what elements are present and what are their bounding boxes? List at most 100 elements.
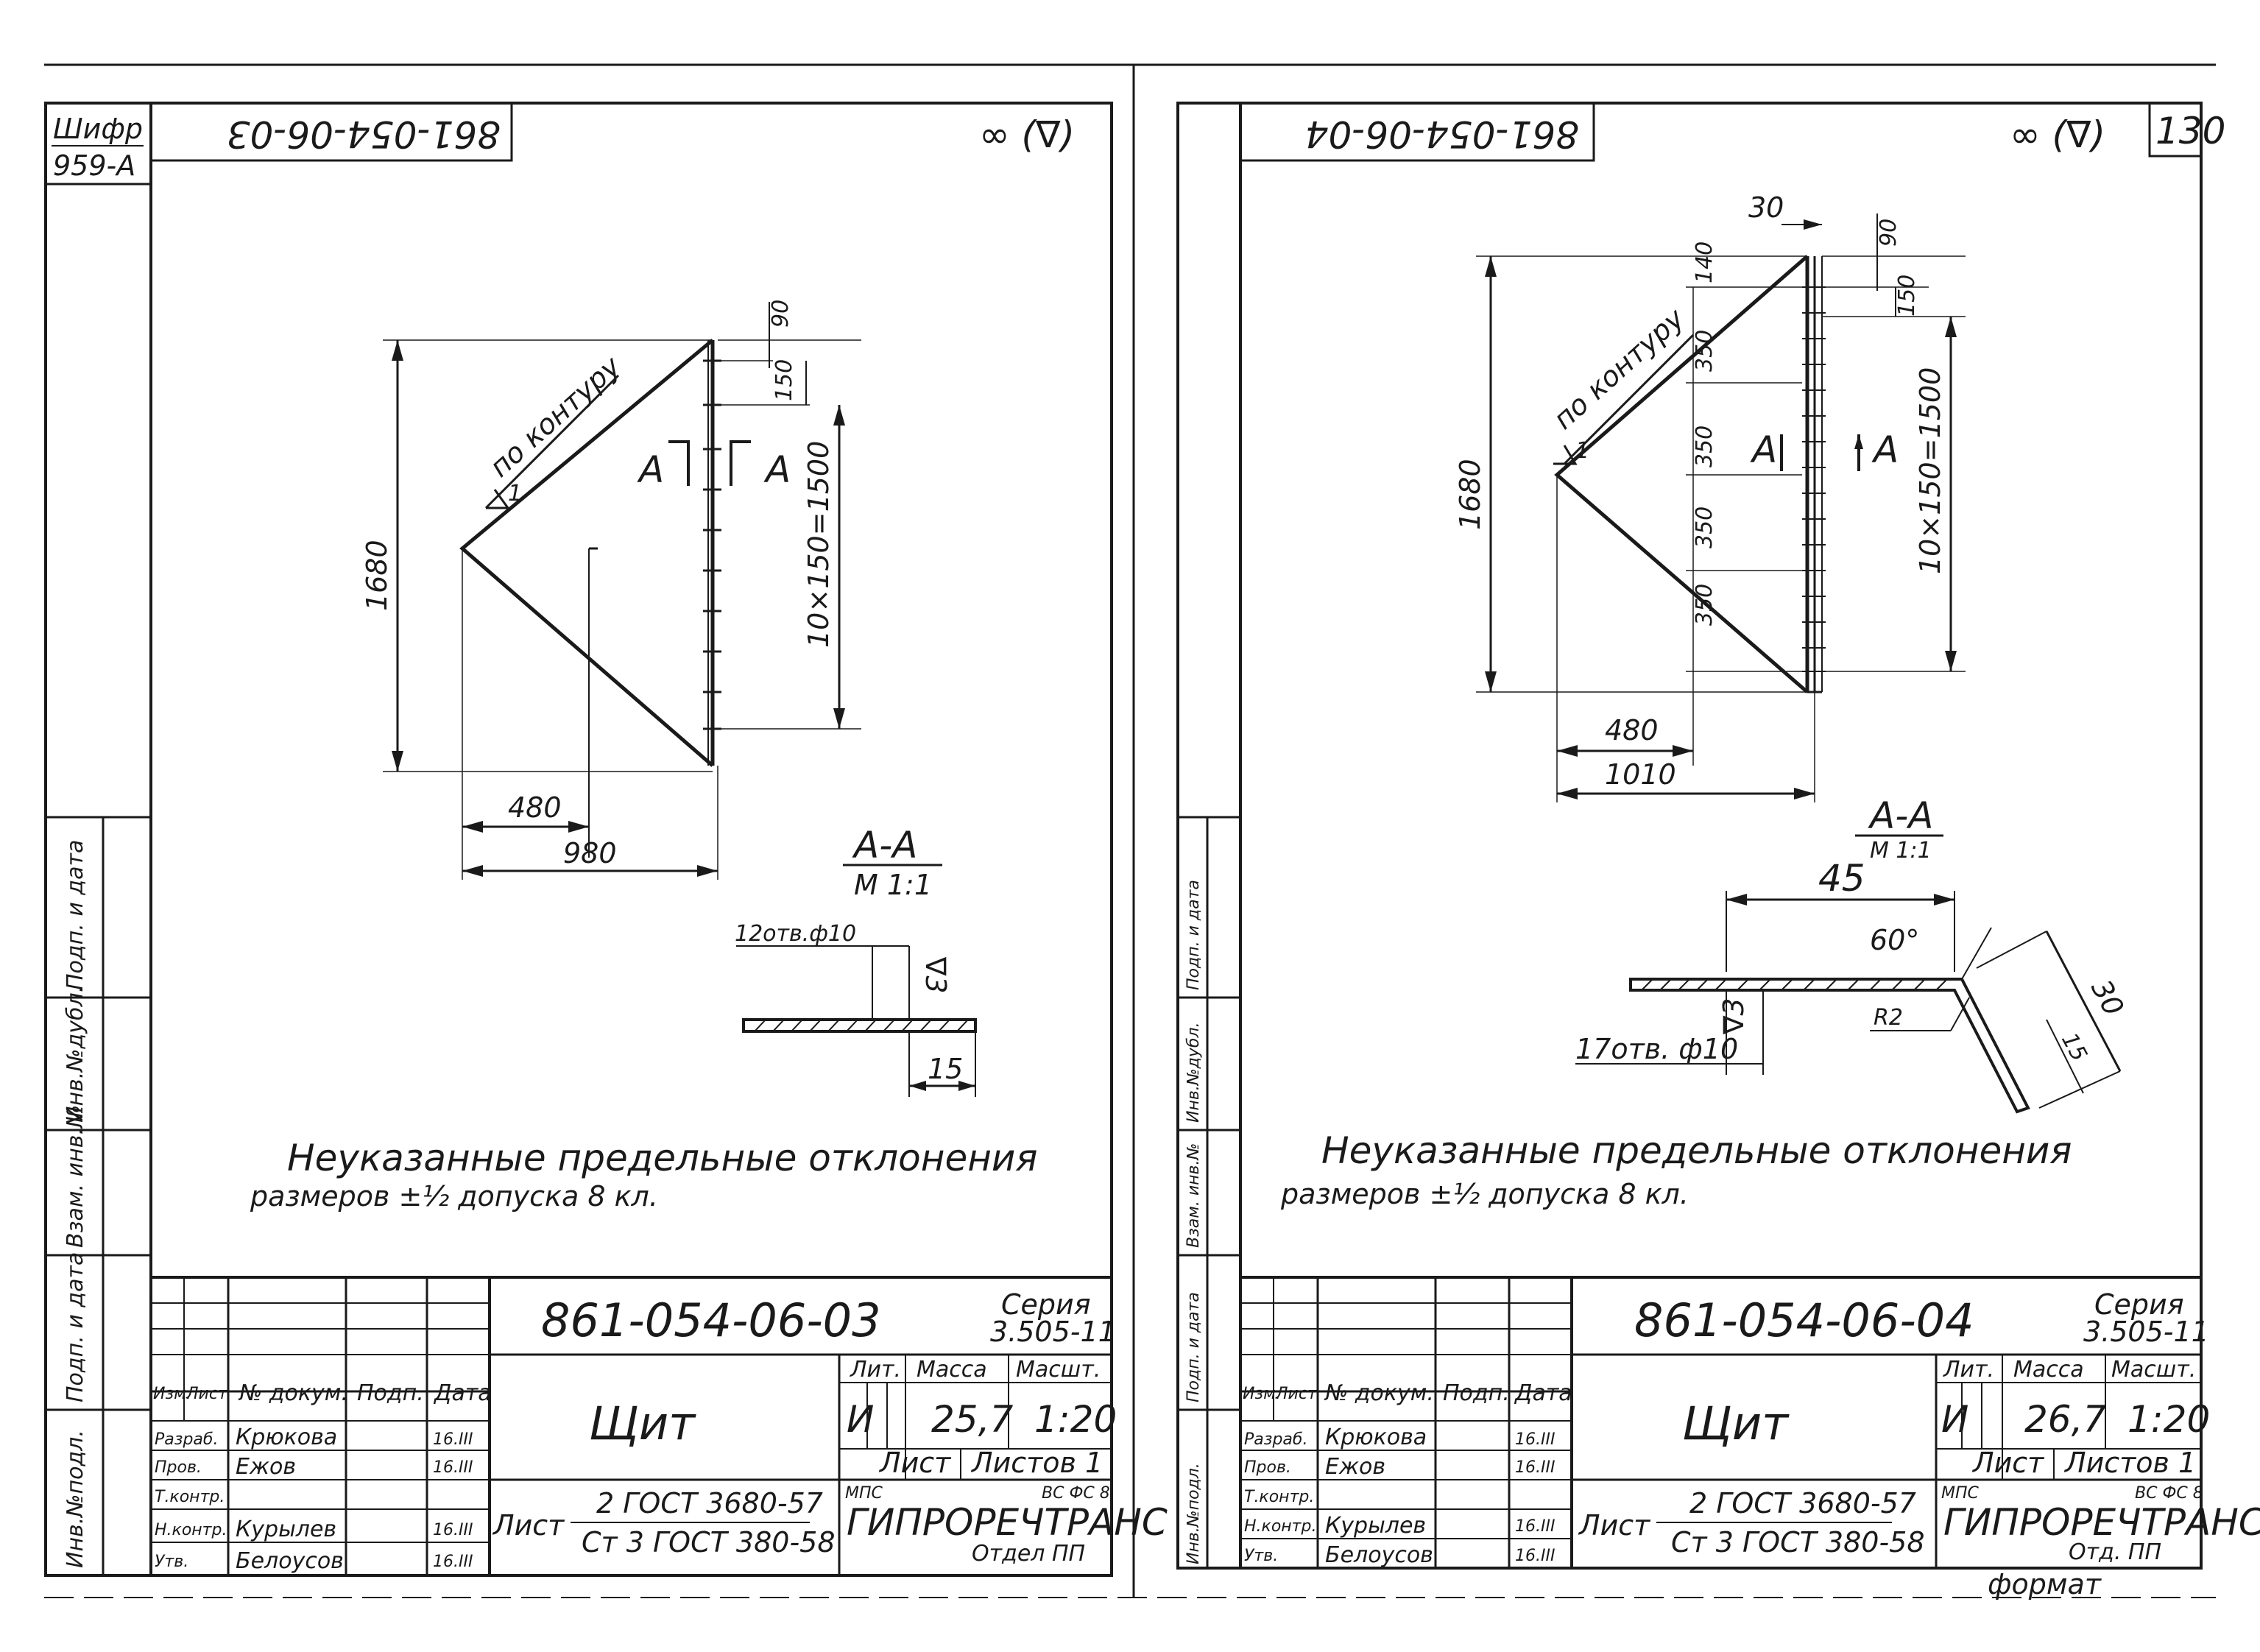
left-section-dim: 15	[928, 1053, 963, 1085]
left-sig-date-1: 16.III	[433, 1430, 473, 1449]
right-section-dim-15: 15	[2056, 1028, 2092, 1065]
right-section-title: А-А	[1868, 794, 1933, 837]
left-strip-label-5: Инв.№подл.	[63, 1430, 88, 1568]
right-sig-role-3: Т.контр.	[1244, 1488, 1314, 1506]
right-tb-series-label: Серия	[2094, 1288, 2184, 1321]
left-tb-series-value: 3.505-11	[990, 1316, 1116, 1348]
right-first-pitch-dim: 150	[1894, 275, 1920, 317]
right-side-strip-labels: Подп. и дата Инв.№дубл. Взам. инв.№ Подп…	[1184, 880, 1203, 1564]
right-tb-name: Щит	[1682, 1397, 1790, 1450]
left-tb-org-2: ГИПРОРЕЧТРАНС	[847, 1501, 1168, 1544]
left-sig-h-doc: № докум.	[238, 1380, 348, 1406]
left-section-roughness: ∇3	[919, 956, 952, 994]
left-weld-number: 1	[508, 481, 522, 506]
right-section-marker-a1: А	[1750, 428, 1777, 471]
right-sig-date-6: 16.III	[1515, 1547, 1555, 1565]
left-note-line1: Неуказанные предельные отклонения	[287, 1137, 1037, 1179]
right-sig-role-5: Н.контр.	[1244, 1517, 1316, 1536]
right-top-offset-dim: 90	[1876, 219, 1901, 247]
right-sig-h-izm: Изм.	[1243, 1385, 1281, 1403]
left-tb-series-label: Серия	[1001, 1288, 1091, 1321]
left-tb-code: 861-054-06-03	[541, 1293, 881, 1347]
right-tb-scale: 1:20	[2127, 1398, 2210, 1441]
left-title-block-text: 861-054-06-03 Серия 3.505-11 Щит Лит. Ма…	[153, 1288, 1168, 1574]
left-tb-org-1: МПС	[845, 1484, 883, 1503]
right-sig-date-1: 16.III	[1515, 1430, 1555, 1449]
left-sig-role-6: Утв.	[155, 1553, 188, 1571]
left-sig-h-sign: Подп.	[357, 1380, 424, 1406]
left-tb-sheets-label: Листов 1	[970, 1447, 1103, 1479]
left-dimension-right-chain: 90 150 10×150=1500	[718, 300, 861, 730]
right-dimension-right-chain: 30 90 150 10×150=1500	[1748, 191, 1966, 672]
right-tb-material-label: Лист	[1578, 1509, 1651, 1542]
left-strip-label-3: Взам. инв.№	[63, 1105, 88, 1248]
right-sig-role-6: Утв.	[1244, 1547, 1278, 1565]
right-page-number: 130	[2155, 110, 2225, 152]
left-sig-date-5: 16.III	[433, 1521, 473, 1539]
left-tb-sheet-label: Лист	[878, 1447, 952, 1479]
right-vertical-350-4: 350	[1692, 584, 1717, 626]
right-tb-series-value: 3.505-11	[2083, 1316, 2209, 1348]
right-hole-pitch-dim: 10×150=1500	[1914, 367, 1946, 574]
left-tb-material-1: 2 ГОСТ 3680-57	[596, 1487, 823, 1519]
left-strip-label-2: Инв.№дубл.	[63, 986, 88, 1123]
left-section-holes: 12отв.ф10	[735, 921, 856, 947]
right-sig-h-doc: № докум.	[1324, 1380, 1434, 1406]
left-width-short-dim: 480	[508, 791, 562, 824]
right-weld-number: 1	[1575, 438, 1589, 464]
right-top-width-dim: 30	[1748, 191, 1784, 224]
right-tb-col-lit: Лит.	[1943, 1357, 1994, 1383]
right-vertical-350-1: 350	[1692, 330, 1717, 372]
right-section-holes: 17отв. ф10	[1575, 1033, 1738, 1065]
right-width-long-dim: 1010	[1605, 758, 1676, 791]
left-sig-name-5: Курылев	[236, 1517, 336, 1542]
right-section-view: А-А М 1:1 45 60° 30 15 R2	[1575, 794, 2130, 1114]
left-weld-note: по контуру	[484, 350, 627, 484]
left-section-scale: М 1:1	[854, 869, 932, 901]
right-weld-callout: 1 по контуру	[1547, 302, 1695, 465]
left-sig-h-list: Лист	[186, 1385, 228, 1403]
right-width-short-dim: 480	[1605, 714, 1659, 746]
right-section-dim-45: 45	[1818, 857, 1865, 900]
right-strip-label-5: Инв.№подл.	[1184, 1463, 1203, 1564]
right-hole-marks	[1802, 286, 1826, 672]
shifr-label: Шифр	[53, 113, 143, 145]
right-footer-note: формат	[1988, 1568, 2102, 1600]
right-tb-org-2: ГИПРОРЕЧТРАНС	[1943, 1501, 2260, 1544]
right-tb-code: 861-054-06-04	[1634, 1293, 1974, 1347]
right-roughness-mark: ∞ (∇)	[2010, 113, 2105, 156]
left-tb-col-lit: Лит.	[850, 1357, 901, 1383]
right-height-dim: 1680	[1454, 459, 1486, 530]
left-sig-h-izm: Изм.	[153, 1385, 191, 1403]
left-tb-col-scale: Масшт.	[1016, 1357, 1101, 1383]
right-tb-mass: 26,7	[2024, 1398, 2107, 1441]
left-sig-name-1: Крюкова	[236, 1425, 337, 1450]
right-sig-name-1: Крюкова	[1325, 1425, 1427, 1450]
right-sig-name-6: Белоусов	[1325, 1542, 1433, 1568]
shifr-block: Шифр 959-А	[52, 113, 144, 182]
right-sig-role-2: Пров.	[1244, 1458, 1291, 1477]
right-strip-label-3: Взам. инв.№	[1184, 1143, 1203, 1248]
right-section-scale: М 1:1	[1870, 838, 1932, 864]
shifr-value: 959-А	[53, 149, 135, 182]
right-sig-name-2: Ежов	[1325, 1454, 1385, 1480]
left-strip-label-4: Подп. и дата	[63, 1252, 88, 1402]
right-vertical-350-3: 350	[1692, 506, 1717, 548]
right-section-markers: А А	[1750, 428, 1899, 471]
left-sig-h-date: Дата	[433, 1380, 492, 1406]
right-sig-role-1: Разраб.	[1244, 1430, 1307, 1449]
left-first-pitch-dim: 150	[771, 359, 797, 401]
left-height-dim: 1680	[361, 540, 393, 611]
right-title-block	[1239, 1276, 2203, 1570]
left-hole-pitch-dim: 10×150=1500	[802, 441, 835, 648]
left-tb-col-mass: Масса	[917, 1357, 987, 1383]
right-note-line2: размеров ±½ допуска 8 кл.	[1280, 1178, 1689, 1210]
right-vertical-140: 140	[1692, 241, 1717, 283]
left-tb-org-small: ВС ФС 8	[1042, 1484, 1110, 1503]
left-sig-date-6: 16.III	[433, 1553, 473, 1571]
right-tb-material-1: 2 ГОСТ 3680-57	[1689, 1487, 1916, 1519]
left-sig-name-6: Белоусов	[236, 1548, 344, 1574]
right-tb-org-3: Отд. ПП	[2069, 1539, 2161, 1565]
right-sig-name-5: Курылев	[1325, 1513, 1426, 1539]
